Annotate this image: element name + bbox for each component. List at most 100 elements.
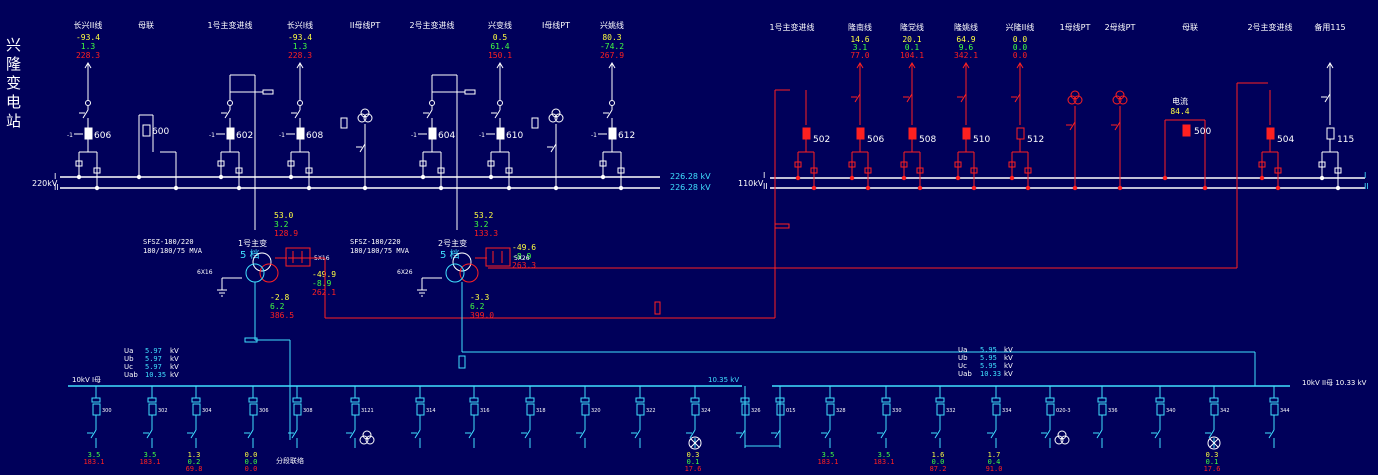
breaker-icon[interactable] — [148, 403, 157, 416]
disconnect-switch-icon[interactable] — [411, 426, 421, 442]
disconnect-switch-icon[interactable] — [1111, 118, 1121, 134]
selector-switch-icon[interactable] — [794, 161, 802, 168]
breaker-icon[interactable] — [192, 403, 201, 416]
breaker-icon[interactable] — [1326, 127, 1335, 140]
bay-220-pt[interactable]: I母线PT — [531, 20, 570, 191]
feeder-344[interactable]: 344 — [1265, 386, 1290, 448]
selector-switch-icon[interactable] — [1258, 161, 1266, 168]
selector-switch-icon[interactable] — [954, 161, 962, 168]
breaker-icon[interactable] — [802, 127, 811, 140]
selector-switch-icon[interactable] — [437, 167, 445, 174]
disconnect-switch-icon[interactable] — [79, 106, 89, 122]
selector-switch-icon[interactable] — [487, 160, 495, 167]
selector-switch-icon[interactable] — [900, 161, 908, 168]
disconnect-switch-icon[interactable] — [603, 106, 613, 122]
disconnect-switch-icon[interactable] — [423, 106, 433, 122]
breaker-icon[interactable] — [826, 403, 835, 416]
breaker-icon[interactable] — [1210, 403, 1219, 416]
disconnect-switch-icon[interactable] — [576, 426, 586, 442]
disconnect-switch-icon[interactable] — [221, 106, 231, 122]
selector-switch-icon[interactable] — [810, 167, 818, 174]
breaker-icon[interactable] — [1182, 124, 1191, 137]
selector-switch-icon[interactable] — [1274, 167, 1282, 174]
feeder-326[interactable]: 326 — [736, 386, 761, 448]
disconnect-switch-icon[interactable] — [736, 426, 746, 442]
breaker-icon[interactable] — [608, 127, 617, 140]
disconnect-switch-icon[interactable] — [771, 426, 781, 442]
breaker-icon[interactable] — [1270, 403, 1279, 416]
selector-switch-icon[interactable] — [1008, 161, 1016, 168]
disconnect-switch-icon[interactable] — [851, 90, 861, 106]
breaker-icon[interactable] — [1098, 403, 1107, 416]
feeder-340[interactable]: 340 — [1151, 386, 1176, 448]
breaker-icon[interactable] — [1156, 403, 1165, 416]
breaker-icon[interactable] — [92, 403, 101, 416]
feeder-015[interactable]: 015 — [771, 386, 796, 448]
disconnect-switch-icon[interactable] — [491, 106, 501, 122]
feeder-320[interactable]: 320 — [576, 386, 601, 448]
breaker-icon[interactable] — [470, 403, 479, 416]
selector-switch-icon[interactable] — [217, 160, 225, 167]
feeder-3121[interactable]: 3121 — [346, 386, 375, 448]
disconnect-switch-icon[interactable] — [1321, 90, 1331, 106]
selector-switch-icon[interactable] — [1334, 167, 1342, 174]
disconnect-switch-icon[interactable] — [1041, 426, 1051, 442]
selector-switch-icon[interactable] — [75, 160, 83, 167]
disconnect-switch-icon[interactable] — [1066, 118, 1076, 134]
breaker-icon[interactable] — [296, 127, 305, 140]
disconnect-switch-icon[interactable] — [931, 426, 941, 442]
breaker-icon[interactable] — [293, 403, 302, 416]
breaker-icon[interactable] — [1046, 403, 1055, 416]
disconnect-switch-icon[interactable] — [877, 426, 887, 442]
disconnect-switch-icon[interactable] — [903, 90, 913, 106]
disconnect-switch-icon[interactable] — [987, 426, 997, 442]
selector-switch-icon[interactable] — [1024, 167, 1032, 174]
breaker-icon[interactable] — [496, 127, 505, 140]
selector-switch-icon[interactable] — [305, 167, 313, 174]
breaker-icon[interactable] — [142, 124, 151, 137]
disconnect-switch-icon[interactable] — [957, 90, 967, 106]
bay-110-pt6[interactable]: 2母线PT — [1105, 22, 1136, 191]
breaker-icon[interactable] — [526, 403, 535, 416]
disconnect-switch-icon[interactable] — [1151, 426, 1161, 442]
selector-switch-icon[interactable] — [617, 167, 625, 174]
selector-switch-icon[interactable] — [505, 167, 513, 174]
bay-110-pt5[interactable]: 1母线PT — [1060, 22, 1091, 191]
breaker-icon[interactable] — [962, 127, 971, 140]
breaker-icon[interactable] — [882, 403, 891, 416]
disconnect-switch-icon[interactable] — [821, 426, 831, 442]
selector-switch-icon[interactable] — [235, 167, 243, 174]
disconnect-switch-icon[interactable] — [87, 426, 97, 442]
disconnect-switch-icon[interactable] — [291, 106, 301, 122]
breaker-icon[interactable] — [1266, 127, 1275, 140]
breaker-icon[interactable] — [428, 127, 437, 140]
disconnect-switch-icon[interactable] — [521, 426, 531, 442]
breaker-icon[interactable] — [226, 127, 235, 140]
selector-switch-icon[interactable] — [93, 167, 101, 174]
disconnect-switch-icon[interactable] — [1205, 426, 1215, 442]
disconnect-switch-icon[interactable] — [1011, 90, 1021, 106]
disconnect-switch-icon[interactable] — [356, 140, 366, 156]
disconnect-switch-icon[interactable] — [1265, 426, 1275, 442]
breaker-icon[interactable] — [691, 403, 700, 416]
disconnect-switch-icon[interactable] — [244, 426, 254, 442]
breaker-icon[interactable] — [636, 403, 645, 416]
disconnect-switch-icon[interactable] — [465, 426, 475, 442]
